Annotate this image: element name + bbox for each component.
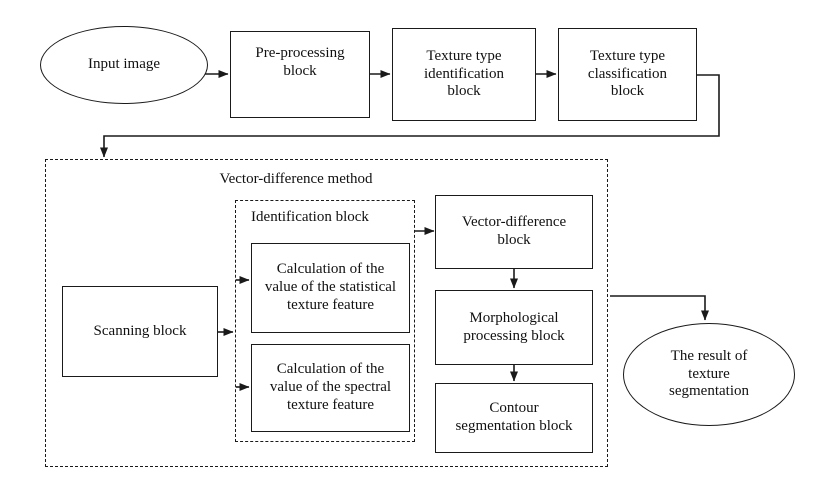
- method-group-outline: [45, 159, 608, 467]
- scanning-node: Scanning block: [62, 286, 218, 377]
- spectral-calculation-node: Calculation of the value of the spectral…: [251, 344, 410, 432]
- identification-group-label: Identification block: [251, 209, 369, 225]
- input-image-node: Input image: [40, 26, 208, 104]
- arrow-method-group-to-result: [610, 295, 709, 321]
- statistical-calculation-node: Calculation of the value of the statisti…: [251, 243, 410, 333]
- identification-group-outline: [235, 200, 415, 442]
- texture-identification-node: Texture type identification block: [392, 28, 536, 121]
- texture-classification-node: Texture type classification block: [558, 28, 697, 121]
- vector-difference-node: Vector-difference block: [435, 195, 593, 269]
- morphological-processing-node: Morphological processing block: [435, 290, 593, 365]
- result-node: The result of texture segmentation: [623, 323, 795, 426]
- method-group-label: Vector-difference method: [219, 171, 373, 187]
- preprocessing-node: Pre-processing block: [230, 31, 370, 118]
- contour-segmentation-node: Contour segmentation block: [435, 383, 593, 453]
